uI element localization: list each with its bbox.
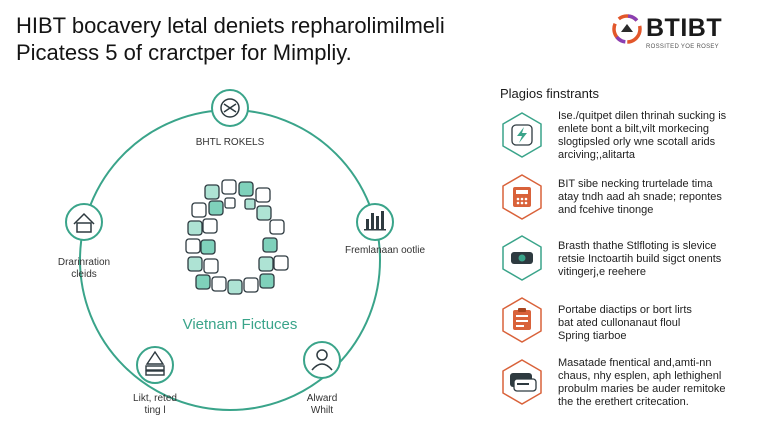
brand-name: BTIBT — [646, 14, 723, 42]
lightning-icon — [511, 124, 533, 146]
title-line-1: HIBT bocavery letal deniets repharolimil… — [16, 13, 445, 38]
node-strategy — [211, 89, 249, 127]
panel-hex-3 — [502, 235, 542, 281]
node-house — [65, 203, 103, 241]
panel-item-2: BIT sibe necking trurtelade tima atay tn… — [558, 178, 722, 216]
panel-item-1: Ise./quitpet dilen thrinah sucking is en… — [558, 110, 727, 161]
node-bar-chart — [356, 203, 394, 241]
title-line-2: Picatess 5 of crarctper for Mimpliy. — [16, 40, 352, 65]
brand-tagline: ROSSITED YOE ROSEY — [646, 44, 719, 50]
node-label-house: Drarinration cleids — [57, 257, 111, 280]
camera-icon — [511, 252, 533, 264]
page-title: HIBT bocavery letal deniets repharolimil… — [16, 12, 576, 66]
node-user — [303, 341, 341, 379]
panel-item-4: Portabe diactips or bort lirts bat ated … — [558, 304, 692, 342]
panel-hex-4 — [502, 297, 542, 343]
panel-hex-2 — [502, 174, 542, 220]
strategy-icon — [220, 98, 240, 118]
center-label: Vietnam Fictuces — [182, 316, 298, 333]
panel-hex-1 — [502, 112, 542, 158]
node-warning — [136, 346, 174, 384]
brand-mark-icon — [612, 14, 642, 44]
panel-title: Plagios finstrants — [500, 86, 599, 101]
bar-chart-icon — [364, 211, 386, 231]
clipboard-icon — [513, 308, 531, 330]
puzzle-cluster-graphic — [185, 179, 289, 295]
node-label-user: Alward Whilt — [306, 393, 338, 416]
card-icon — [510, 373, 537, 392]
panel-hex-5 — [502, 359, 542, 405]
node-label-strategy: BHTL ROKELS — [195, 137, 265, 148]
panel-item-3: Brasth thathe Stlfloting is slevice rets… — [558, 240, 722, 278]
panel-item-5: Masatade fnentical and,amti-nn chaus, nh… — [558, 357, 726, 408]
node-label-warning: Likt, reted ting l — [133, 393, 177, 416]
warning-stack-icon — [145, 350, 165, 376]
node-label-bar-chart: Fremlanaan ootlie — [344, 245, 426, 256]
calculator-icon — [513, 187, 531, 207]
house-icon — [73, 212, 95, 233]
user-icon — [311, 349, 333, 371]
brand-logo: BTIBT ROSSITED YOE ROSEY — [612, 14, 752, 54]
